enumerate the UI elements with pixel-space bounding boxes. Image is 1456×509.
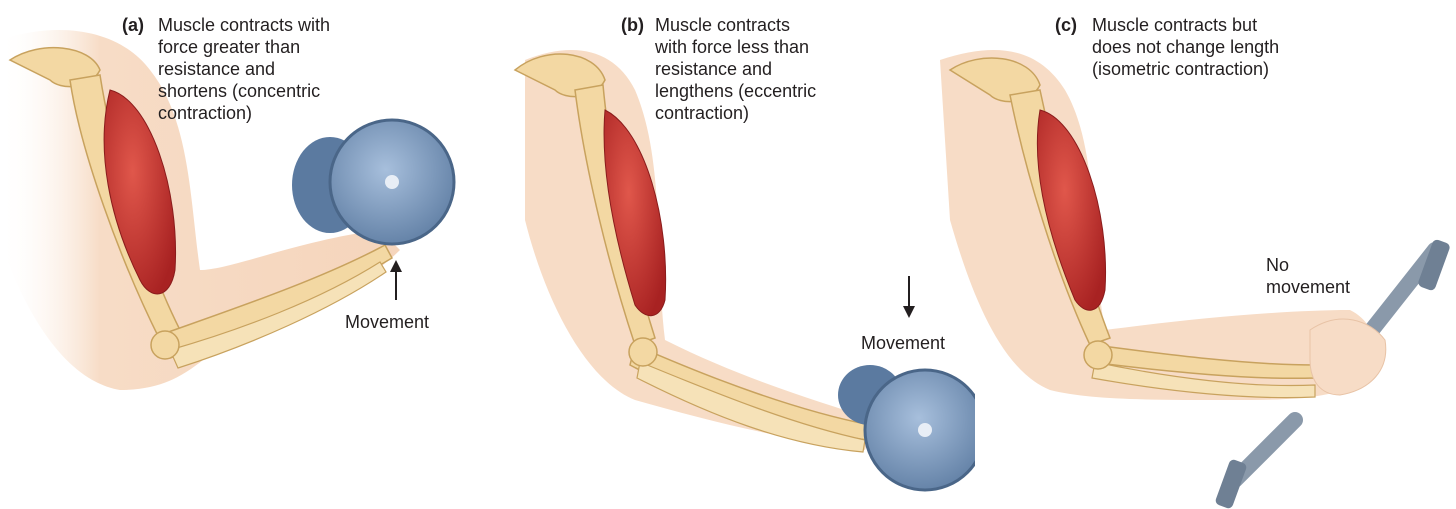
panel-letter: (b) — [621, 14, 644, 36]
panel-eccentric: (b) Muscle contracts with force less tha… — [485, 0, 975, 509]
panel-isometric: (c) Muscle contracts but does not change… — [930, 0, 1456, 509]
panel-letter: (c) — [1055, 14, 1077, 36]
no-movement-label: No movement — [1266, 254, 1350, 298]
panel-concentric: (a) Muscle contracts with force greater … — [0, 0, 480, 509]
movement-label: Movement — [345, 311, 429, 333]
caption-text: Muscle contracts with force less than re… — [655, 14, 816, 124]
panel-letter: (a) — [122, 14, 144, 36]
caption-text: Muscle contracts with force greater than… — [158, 14, 330, 124]
caption-text: Muscle contracts but does not change len… — [1092, 14, 1279, 80]
